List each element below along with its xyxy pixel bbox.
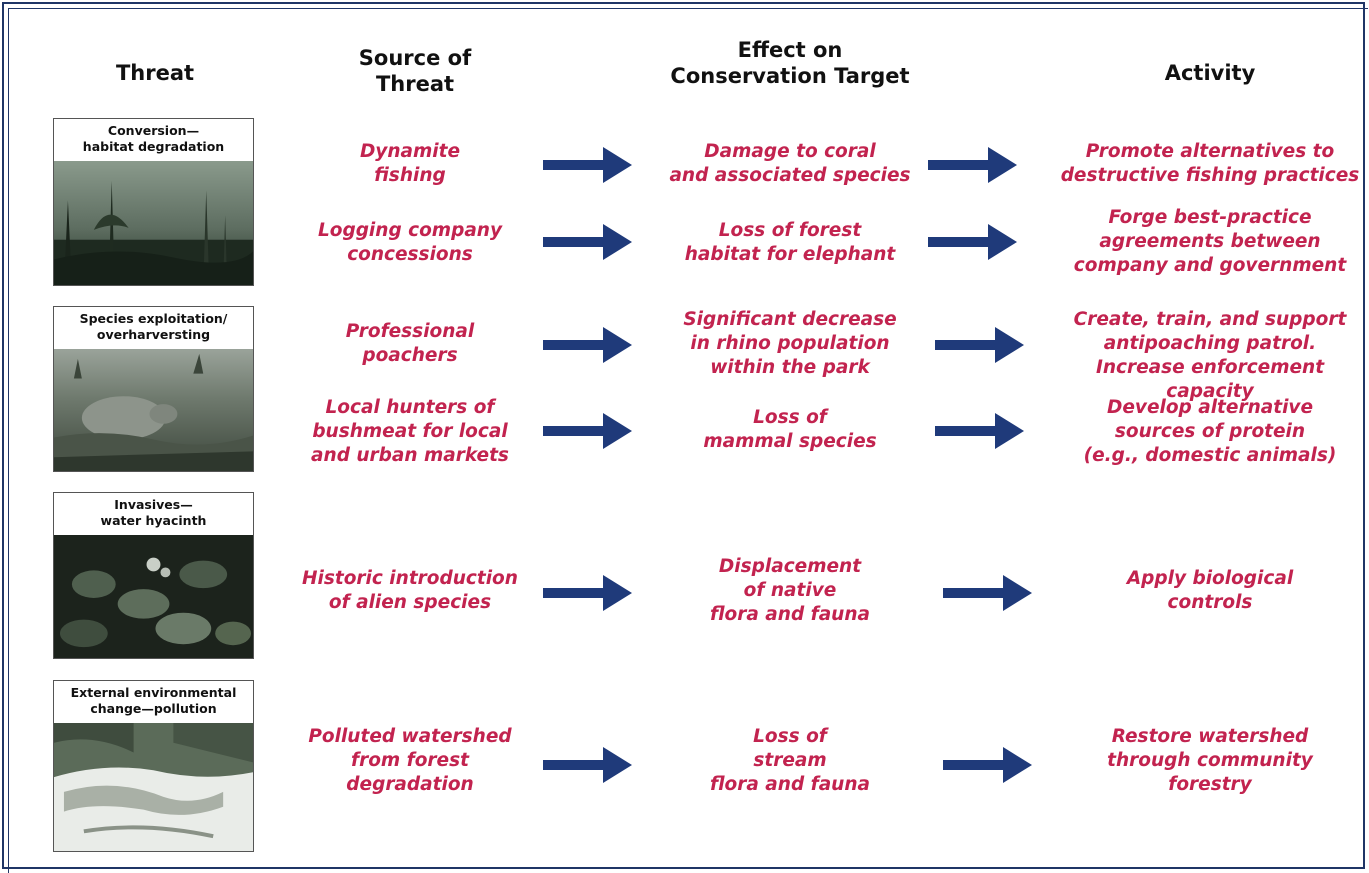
right-arrow-icon (935, 325, 1025, 365)
polluted-stream-photo (54, 723, 253, 851)
threat-panel-species-exploitation: Species exploitation/ overharversting (53, 306, 254, 472)
right-arrow-icon (543, 573, 633, 613)
threat-panel-label: Conversion— habitat degradation (82, 123, 225, 154)
right-arrow-icon (928, 222, 1018, 262)
threat-panel-label: Species exploitation/ overharversting (79, 311, 228, 342)
right-arrow-icon (543, 745, 633, 785)
activity-text: Forge best-practice agreements between c… (1073, 207, 1347, 276)
threat-panel-external-change: External environmental change—pollution (53, 680, 254, 852)
right-arrow-icon (943, 745, 1033, 785)
right-arrow-icon (543, 145, 633, 185)
header-effect-on-conservation-target: Effect on Conservation Target (670, 38, 910, 88)
threat-panel-label: Invasives— water hyacinth (100, 497, 207, 528)
right-arrow-icon (543, 411, 633, 451)
effect-text: Loss of stream flora and fauna (709, 726, 870, 795)
threat-panel-invasives: Invasives— water hyacinth (53, 492, 254, 659)
threat-panel-label: External environmental change—pollution (70, 685, 237, 716)
effect-text: Displacement of native flora and fauna (709, 556, 870, 625)
activity-text: Apply biological controls (1126, 568, 1294, 613)
right-arrow-icon (943, 573, 1033, 613)
activity-text: Create, train, and support antipoaching … (1073, 309, 1347, 402)
right-arrow-icon (543, 325, 633, 365)
effect-text: Damage to coral and associated species (669, 141, 911, 186)
rhino-photo (54, 349, 253, 471)
header-source-of-threat: Source of Threat (358, 46, 472, 96)
water-hyacinth-photo (54, 535, 253, 658)
forest-clearing-photo (54, 161, 253, 285)
source-text: Professional poachers (345, 321, 475, 366)
source-text: Local hunters of bushmeat for local and … (311, 397, 509, 466)
right-arrow-icon (928, 145, 1018, 185)
header-threat: Threat (115, 61, 195, 85)
right-arrow-icon (935, 411, 1025, 451)
header-activity: Activity (1164, 61, 1256, 85)
activity-text: Promote alternatives to destructive fish… (1060, 141, 1360, 186)
activity-text: Restore watershed through community fore… (1107, 726, 1313, 795)
effect-text: Significant decrease in rhino population… (683, 309, 897, 378)
source-text: Dynamite fishing (359, 141, 461, 186)
threat-panel-conversion: Conversion— habitat degradation (53, 118, 254, 286)
right-arrow-icon (543, 222, 633, 262)
inner-frame (8, 8, 1368, 873)
source-text: Polluted watershed from forest degradati… (308, 726, 512, 795)
source-text: Historic introduction of alien species (302, 568, 518, 613)
activity-text: Develop alternative sources of protein (… (1083, 397, 1337, 466)
effect-text: Loss of mammal species (703, 407, 877, 452)
effect-text: Loss of forest habitat for elephant (684, 220, 896, 265)
source-text: Logging company concessions (317, 220, 503, 265)
